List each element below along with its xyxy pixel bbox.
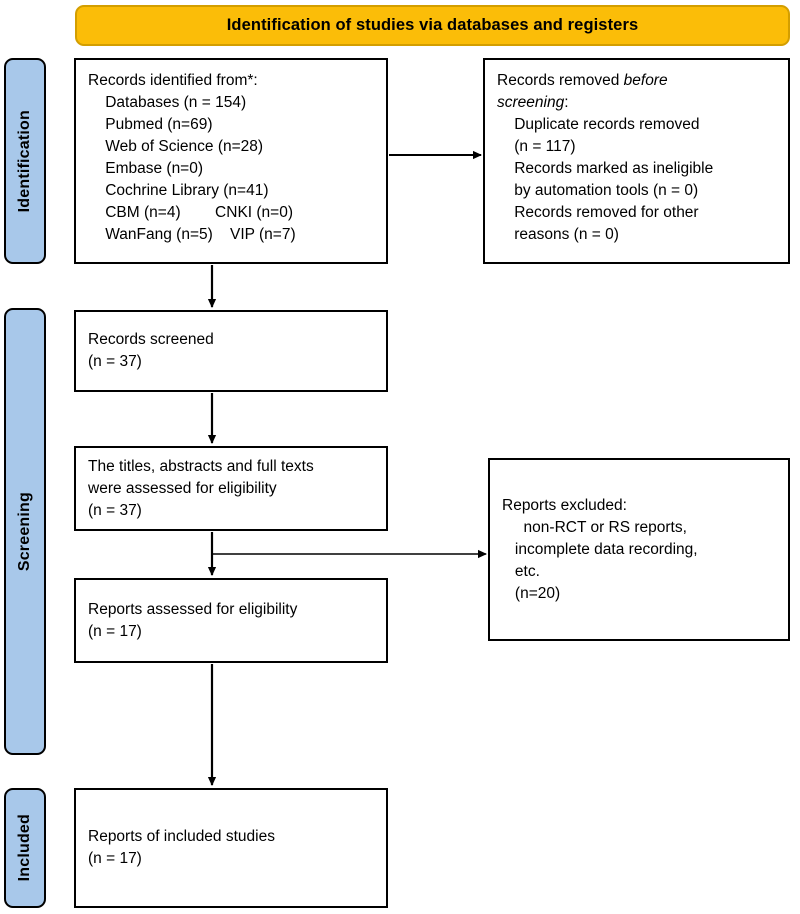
stage-label-included: Included	[4, 788, 46, 908]
titles-assessed-box: The titles, abstracts and full texts wer…	[74, 446, 388, 531]
stage-label-screening-text: Screening	[16, 491, 33, 572]
stage-label-identification: Identification	[4, 58, 46, 264]
stage-label-included-text: Included	[16, 814, 33, 882]
records-removed-line1-italic: before	[623, 72, 668, 89]
records-removed-text: Records removed before screening: Duplic…	[497, 70, 776, 246]
records-screened-box: Records screened (n = 37)	[74, 310, 388, 392]
reports-included-box: Reports of included studies (n = 17)	[74, 788, 388, 908]
records-identified-text: Records identified from*: Databases (n =…	[88, 72, 296, 243]
records-removed-rest: Duplicate records removed (n = 117) Reco…	[514, 116, 714, 243]
records-screened-text: Records screened (n = 37)	[88, 331, 214, 370]
banner-identification: Identification of studies via databases …	[75, 5, 790, 46]
records-removed-line2-colon: :	[564, 94, 569, 111]
stage-label-screening: Screening	[4, 308, 46, 755]
reports-excluded-box: Reports excluded: non-RCT or RS reports,…	[488, 458, 790, 641]
reports-assessed-box: Reports assessed for eligibility (n = 17…	[74, 578, 388, 663]
banner-title: Identification of studies via databases …	[226, 16, 639, 34]
titles-assessed-text: The titles, abstracts and full texts wer…	[88, 457, 314, 519]
reports-included-text: Reports of included studies (n = 17)	[88, 828, 275, 867]
records-identified-box: Records identified from*: Databases (n =…	[74, 58, 388, 264]
records-removed-box: Records removed before screening: Duplic…	[483, 58, 790, 264]
records-removed-line2-italic: screening	[497, 94, 565, 111]
reports-assessed-text: Reports assessed for eligibility (n = 17…	[88, 600, 298, 640]
stage-label-identification-text: Identification	[16, 109, 33, 213]
reports-excluded-text: Reports excluded: non-RCT or RS reports,…	[502, 496, 698, 602]
records-removed-line1-prefix: Records removed	[497, 72, 624, 89]
